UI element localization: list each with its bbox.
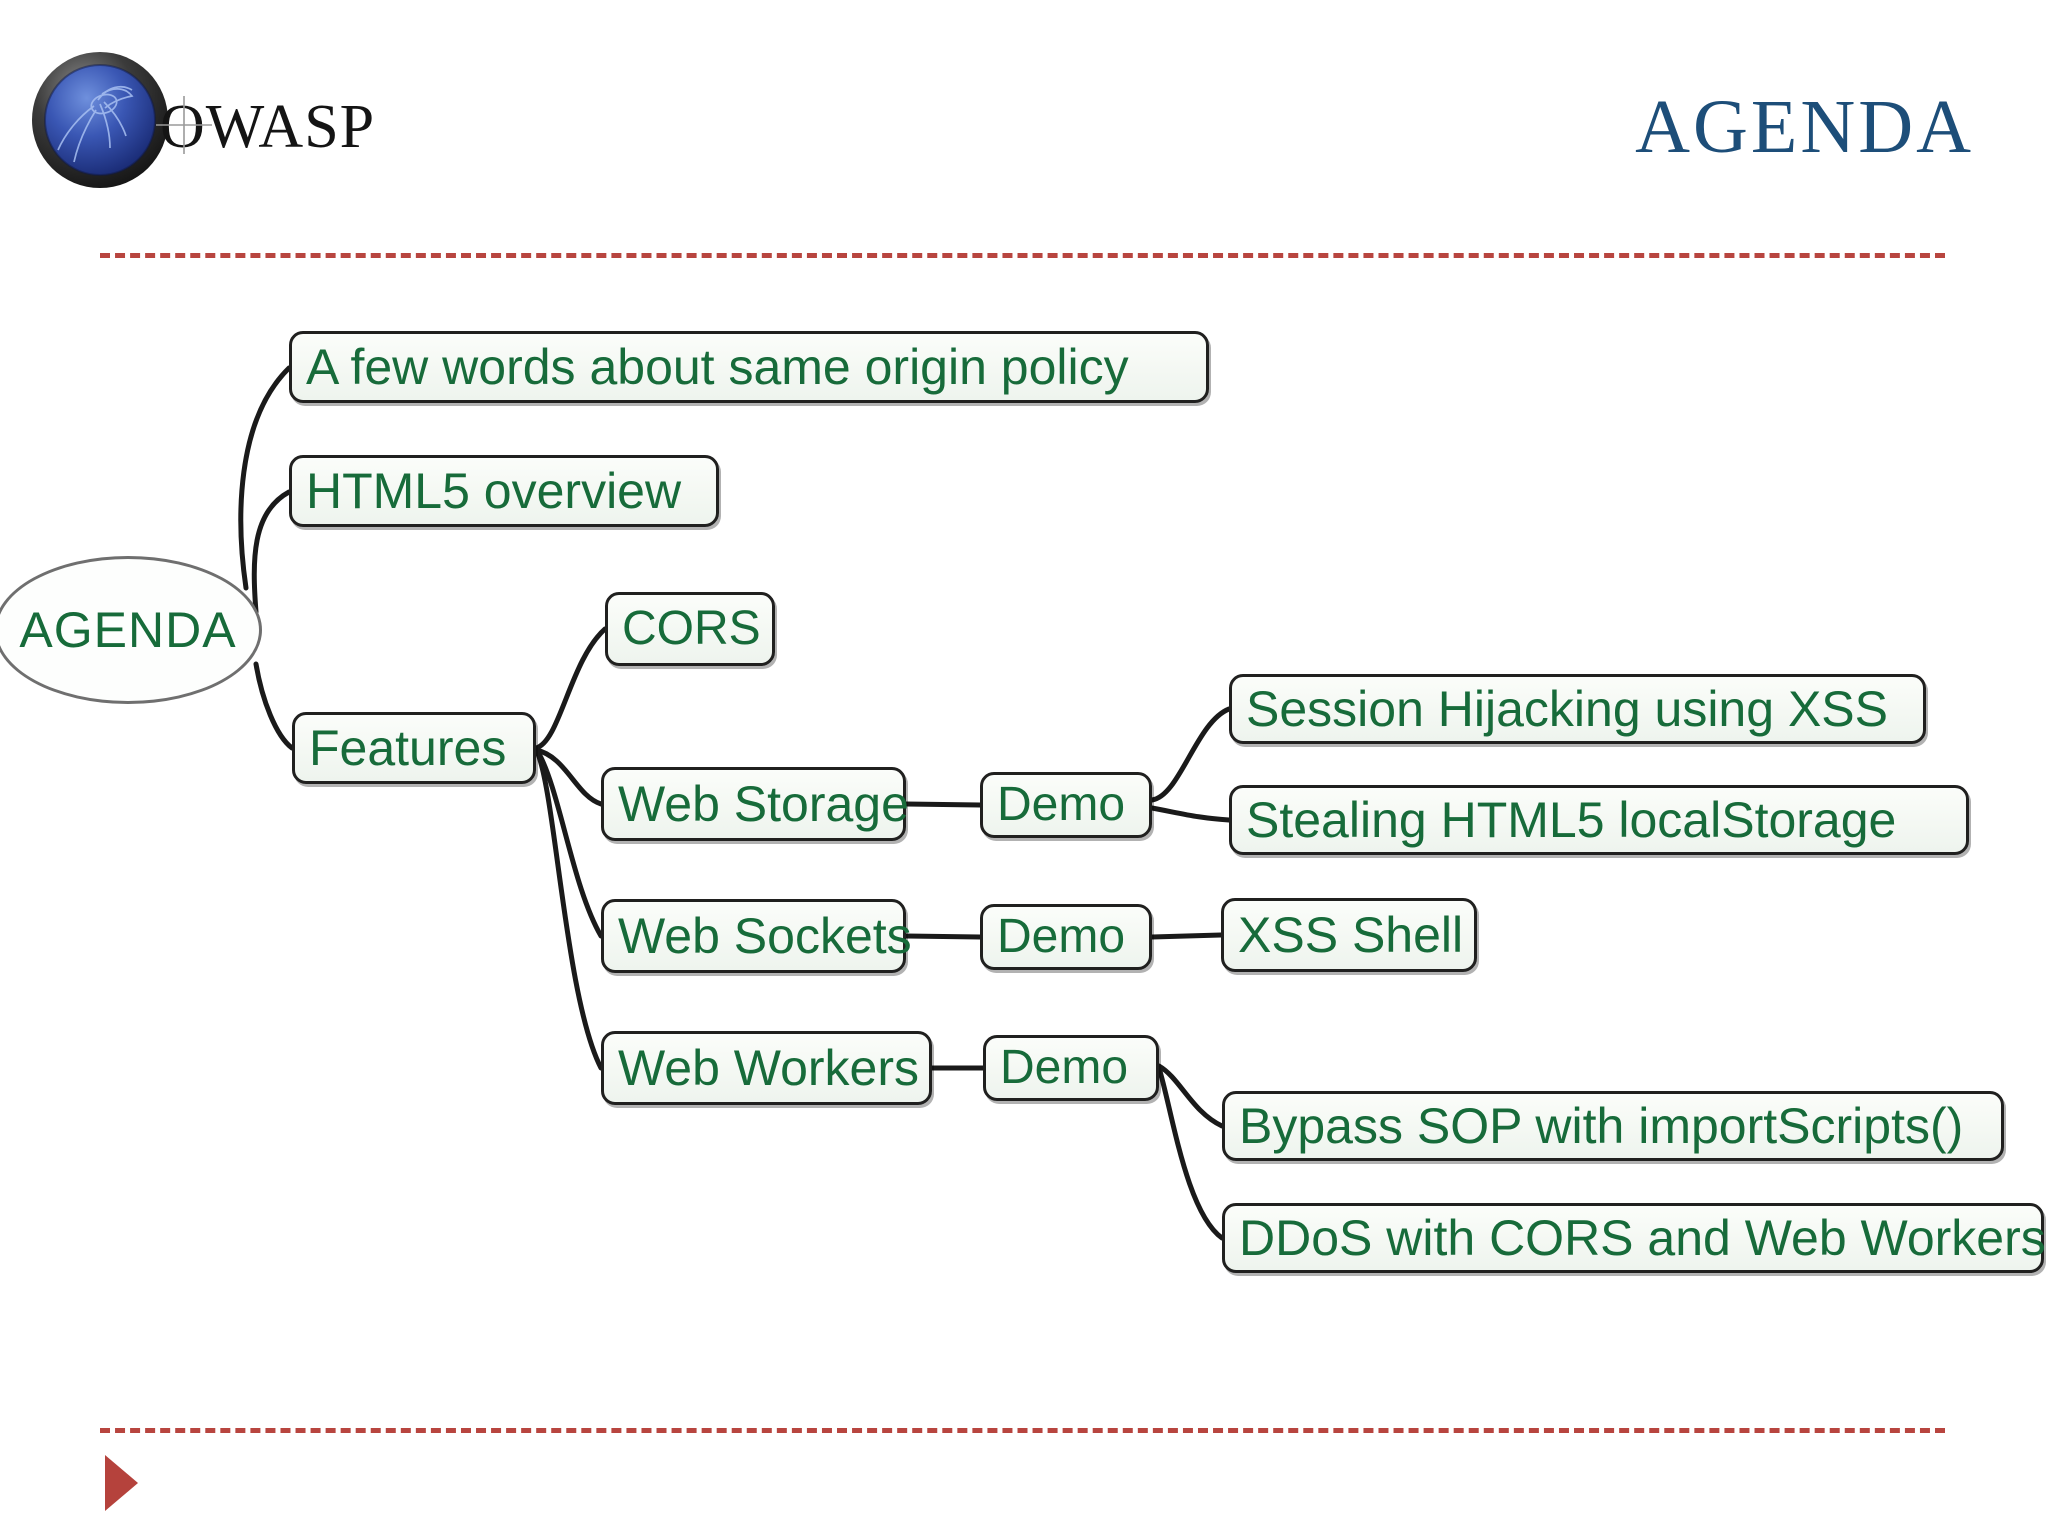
mindmap-node-label: A few words about same origin policy [306,339,1129,395]
mindmap-node-features[interactable]: Features [292,712,536,784]
mindmap-node-stealing[interactable]: Stealing HTML5 localStorage [1229,785,1969,855]
mindmap-node-label: XSS Shell [1238,907,1464,963]
mindmap-node-demo-storage[interactable]: Demo [980,772,1152,838]
mindmap-node-label: Features [309,720,507,776]
divider-top [100,253,1945,258]
mindmap-node-webworkers[interactable]: Web Workers [601,1031,932,1105]
mindmap-node-demo-sockets[interactable]: Demo [980,904,1152,970]
mindmap-node-label: Web Workers [618,1040,920,1096]
owasp-brand-text: OWASP [160,93,376,161]
mindmap-node-demo-workers[interactable]: Demo [983,1035,1159,1101]
mindmap-node-label: Demo [997,910,1126,963]
mindmap-node-webstorage[interactable]: Web Storage [601,767,909,841]
mindmap-root-node[interactable]: AGENDA [0,556,262,704]
divider-bottom [100,1428,1945,1433]
mindmap-node-xss-shell[interactable]: XSS Shell [1221,898,1477,972]
crosshair-icon [156,96,212,154]
mindmap-node-label: Demo [997,778,1126,831]
mindmap-node-label: Demo [1000,1041,1129,1094]
mindmap-node-cors[interactable]: CORS [605,592,775,666]
mindmap-node-label: Web Storage [618,776,909,832]
mindmap-node-label: CORS [622,602,761,655]
mindmap-node-ddos[interactable]: DDoS with CORS and Web Workers [1222,1203,2046,1273]
mindmap-node-bypass-sop[interactable]: Bypass SOP with importScripts() [1222,1091,2004,1161]
mindmap-node-label: Stealing HTML5 localStorage [1246,792,1897,848]
mindmap-node-websockets[interactable]: Web Sockets [601,899,912,973]
owasp-logo-icon [32,52,168,188]
owasp-wordmark: OWASP [160,92,375,163]
mindmap-node-label: DDoS with CORS and Web Workers [1239,1210,2046,1266]
mindmap-node-label: HTML5 overview [306,463,682,519]
mindmap-node-label: Web Sockets [618,908,912,964]
mindmap-node-session-hijack[interactable]: Session Hijacking using XSS [1229,674,1926,744]
mindmap-node-html5[interactable]: HTML5 overview [289,455,719,527]
mindmap-node-sop[interactable]: A few words about same origin policy [289,331,1209,403]
mindmap-node-label: Session Hijacking using XSS [1246,681,1888,737]
mindmap-root-label: AGENDA [19,602,237,658]
mindmap-node-label: Bypass SOP with importScripts() [1239,1098,1964,1154]
page-title: AGENDA [1635,85,1974,169]
triangle-right-bullet-icon [105,1455,138,1511]
